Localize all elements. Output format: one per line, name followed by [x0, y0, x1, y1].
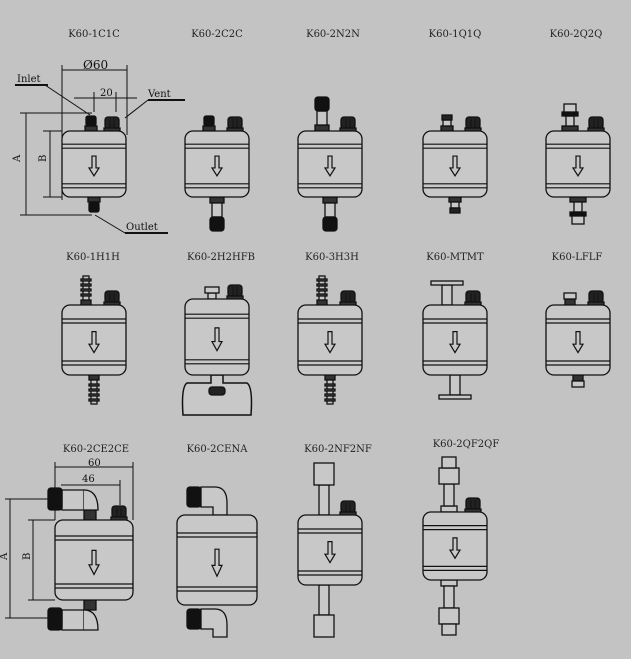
model-label: K60-2Q2Q	[550, 29, 603, 40]
fitting-n-icon	[314, 96, 330, 132]
fitting-q-icon	[440, 114, 454, 132]
model-label: K60-2H2HFB	[187, 252, 255, 263]
flow-arrow-icon	[323, 155, 337, 178]
ce-width-dimension: 60	[88, 458, 101, 469]
flow-arrow-icon	[448, 155, 462, 178]
model-label: K60-2NF2NF	[304, 444, 372, 455]
dim-a-label: A	[12, 154, 23, 163]
fitting-elbowna-icon	[186, 486, 228, 516]
filter-capsule-k60-2qf2qf	[422, 456, 488, 636]
model-label: K60-1C1C	[68, 29, 120, 40]
filter-capsule-k60-2nf2nf	[297, 462, 363, 638]
fitting-h-icon	[80, 275, 92, 306]
filter-capsule-k60-2q2q	[545, 103, 611, 225]
fitting-elbow-icon	[47, 599, 99, 631]
fitting-c-icon	[87, 196, 101, 213]
inlet-label: Inlet	[17, 74, 41, 85]
fitting-hfb-icon	[204, 286, 220, 300]
fitting-c-icon	[84, 115, 98, 132]
filter-capsule-k60-1c1c	[61, 115, 127, 213]
vent-knob-icon	[464, 497, 482, 514]
fitting-elbowna-icon	[186, 608, 228, 638]
vent-label: Vent	[147, 89, 171, 100]
fitting-lf-icon	[571, 374, 585, 388]
filter-capsule-k60-2c2c	[184, 115, 250, 232]
fitting-h-icon	[316, 275, 328, 306]
ce-dim-a-label: A	[0, 552, 10, 561]
fitting-qf-icon	[438, 579, 460, 636]
spacing-dimension: 20	[100, 88, 113, 99]
model-label: K60-2N2N	[306, 29, 360, 40]
vent-knob-icon	[103, 290, 121, 307]
filter-capsule-k60-3h3h	[297, 275, 363, 405]
model-label: K60-LFLF	[552, 252, 603, 263]
flow-arrow-icon	[87, 331, 101, 354]
fitting-lf-icon	[563, 292, 577, 306]
filter-capsule-k60-2h2hfb	[181, 284, 253, 416]
filter-capsule-k60-mtmt	[422, 280, 488, 400]
fitting-c-icon	[202, 115, 216, 132]
filter-capsule-k60-2n2n	[297, 96, 363, 232]
dim-b-label: B	[38, 155, 49, 162]
vent-knob-icon	[226, 284, 244, 301]
flow-arrow-icon	[211, 548, 223, 578]
flow-arrow-icon	[323, 541, 337, 564]
fitting-cap-icon	[181, 374, 253, 416]
model-label: K60-3H3H	[305, 252, 359, 263]
ce-dim-b-label: B	[22, 553, 33, 560]
fitting-n-icon	[322, 196, 338, 232]
flow-arrow-icon	[448, 331, 462, 354]
model-label: K60-1Q1Q	[429, 29, 482, 40]
vent-knob-icon	[103, 116, 121, 133]
filter-capsule-k60-lflf	[545, 290, 611, 388]
fitting-h-icon	[88, 374, 100, 405]
model-label: K60-2C2C	[191, 29, 243, 40]
vent-knob-icon	[339, 290, 357, 307]
filter-capsule-k60-2cena	[176, 486, 258, 638]
outlet-label: Outlet	[126, 222, 158, 233]
flow-arrow-icon	[210, 327, 224, 352]
filter-capsule-k60-2ce2ce	[47, 487, 134, 631]
vent-knob-icon	[587, 116, 605, 133]
ce-spacing-dimension: 46	[82, 474, 95, 485]
filter-capsule-k60-1q1q	[422, 114, 488, 214]
flow-arrow-icon	[210, 155, 224, 178]
flow-arrow-icon	[88, 549, 100, 576]
vent-knob-icon	[110, 505, 128, 522]
diameter-dimension: Ø60	[83, 58, 108, 72]
fitting-mt-icon	[438, 374, 472, 400]
fitting-nf-icon	[313, 584, 335, 638]
flow-arrow-icon	[87, 155, 101, 178]
flow-arrow-icon	[571, 331, 585, 354]
model-label: K60-1H1H	[66, 252, 120, 263]
model-label: K60-2QF2QF	[433, 439, 500, 450]
filter-capsule-k60-1h1h	[61, 275, 127, 405]
model-label: K60-2CENA	[187, 444, 249, 455]
fitting-qq-icon	[569, 196, 587, 225]
model-label: K60-MTMT	[426, 252, 484, 263]
vent-knob-icon	[339, 500, 357, 517]
flow-arrow-icon	[323, 331, 337, 354]
vent-knob-icon	[226, 116, 244, 133]
vent-knob-icon	[464, 116, 482, 133]
flow-arrow-icon	[571, 155, 585, 178]
fitting-h-icon	[324, 374, 336, 405]
model-label: K60-2CE2CE	[63, 444, 129, 455]
vent-knob-icon	[339, 116, 357, 133]
vent-knob-icon	[587, 290, 605, 307]
fitting-mt-icon	[430, 280, 464, 306]
flow-arrow-icon	[448, 537, 462, 560]
fitting-qq-icon	[561, 103, 579, 132]
fitting-q-icon	[448, 196, 462, 214]
fitting-n-icon	[209, 196, 225, 232]
fitting-nf-icon	[313, 462, 335, 516]
fitting-qf-icon	[438, 456, 460, 513]
vent-knob-icon	[464, 290, 482, 307]
